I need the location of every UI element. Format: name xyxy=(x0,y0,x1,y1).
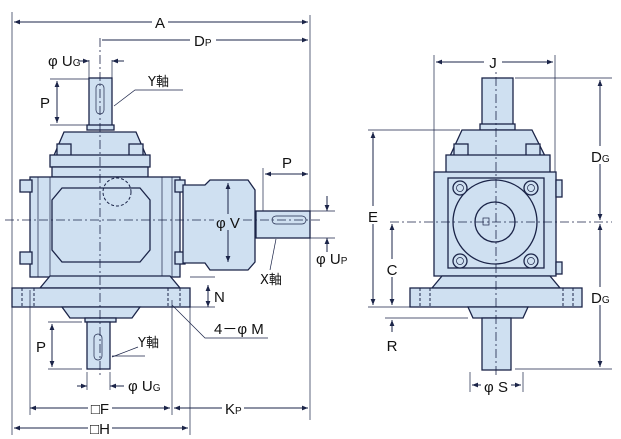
upper-shaft xyxy=(88,77,113,127)
dim-p-right-label: P xyxy=(282,155,292,172)
y-axis-bottom-label: Y軸 xyxy=(137,336,159,351)
dim-f-label: □F xyxy=(91,401,109,418)
front-view: A DP φ UG Y軸 P P φ V φ UP X軸 N 4－φ M Y軸 … xyxy=(5,12,348,438)
bolt-heads xyxy=(452,180,539,269)
dim-p-top-label: P xyxy=(40,95,50,112)
dim-ug-top-label: φ UG xyxy=(48,53,81,70)
dim-n-label: N xyxy=(214,289,225,306)
dim-dg-bottom-label: DG xyxy=(591,290,610,307)
dim-dp-label: DP xyxy=(194,33,212,50)
dim-up-label: φ UP xyxy=(316,251,348,268)
dim-m-label: 4－φ M xyxy=(214,321,264,338)
dim-s-label: φ S xyxy=(484,379,508,396)
dim-dg-top-label: DG xyxy=(591,149,610,166)
side-lower-shaft xyxy=(481,317,512,371)
x-axis-label: X軸 xyxy=(260,273,282,288)
dim-c-label: C xyxy=(387,262,398,279)
x-shaft xyxy=(255,210,311,239)
dim-kp-label: KP xyxy=(225,401,242,418)
base-flange xyxy=(11,287,191,308)
y-axis-top-label: Y軸 xyxy=(147,75,169,90)
dim-e-label: E xyxy=(368,209,378,226)
dim-p-bottom-label: P xyxy=(36,339,46,356)
dim-h-label: □H xyxy=(90,421,110,438)
dim-r-label: R xyxy=(387,338,398,355)
dim-ug-bottom-label: φ UG xyxy=(128,378,161,395)
dim-a-label: A xyxy=(155,15,165,32)
lower-shaft xyxy=(86,321,111,370)
side-upper-shaft xyxy=(481,77,514,127)
side-view: J DG DG E C R φ S xyxy=(365,52,613,396)
dim-v-label: φ V xyxy=(216,215,240,232)
dim-j-label: J xyxy=(489,55,497,72)
